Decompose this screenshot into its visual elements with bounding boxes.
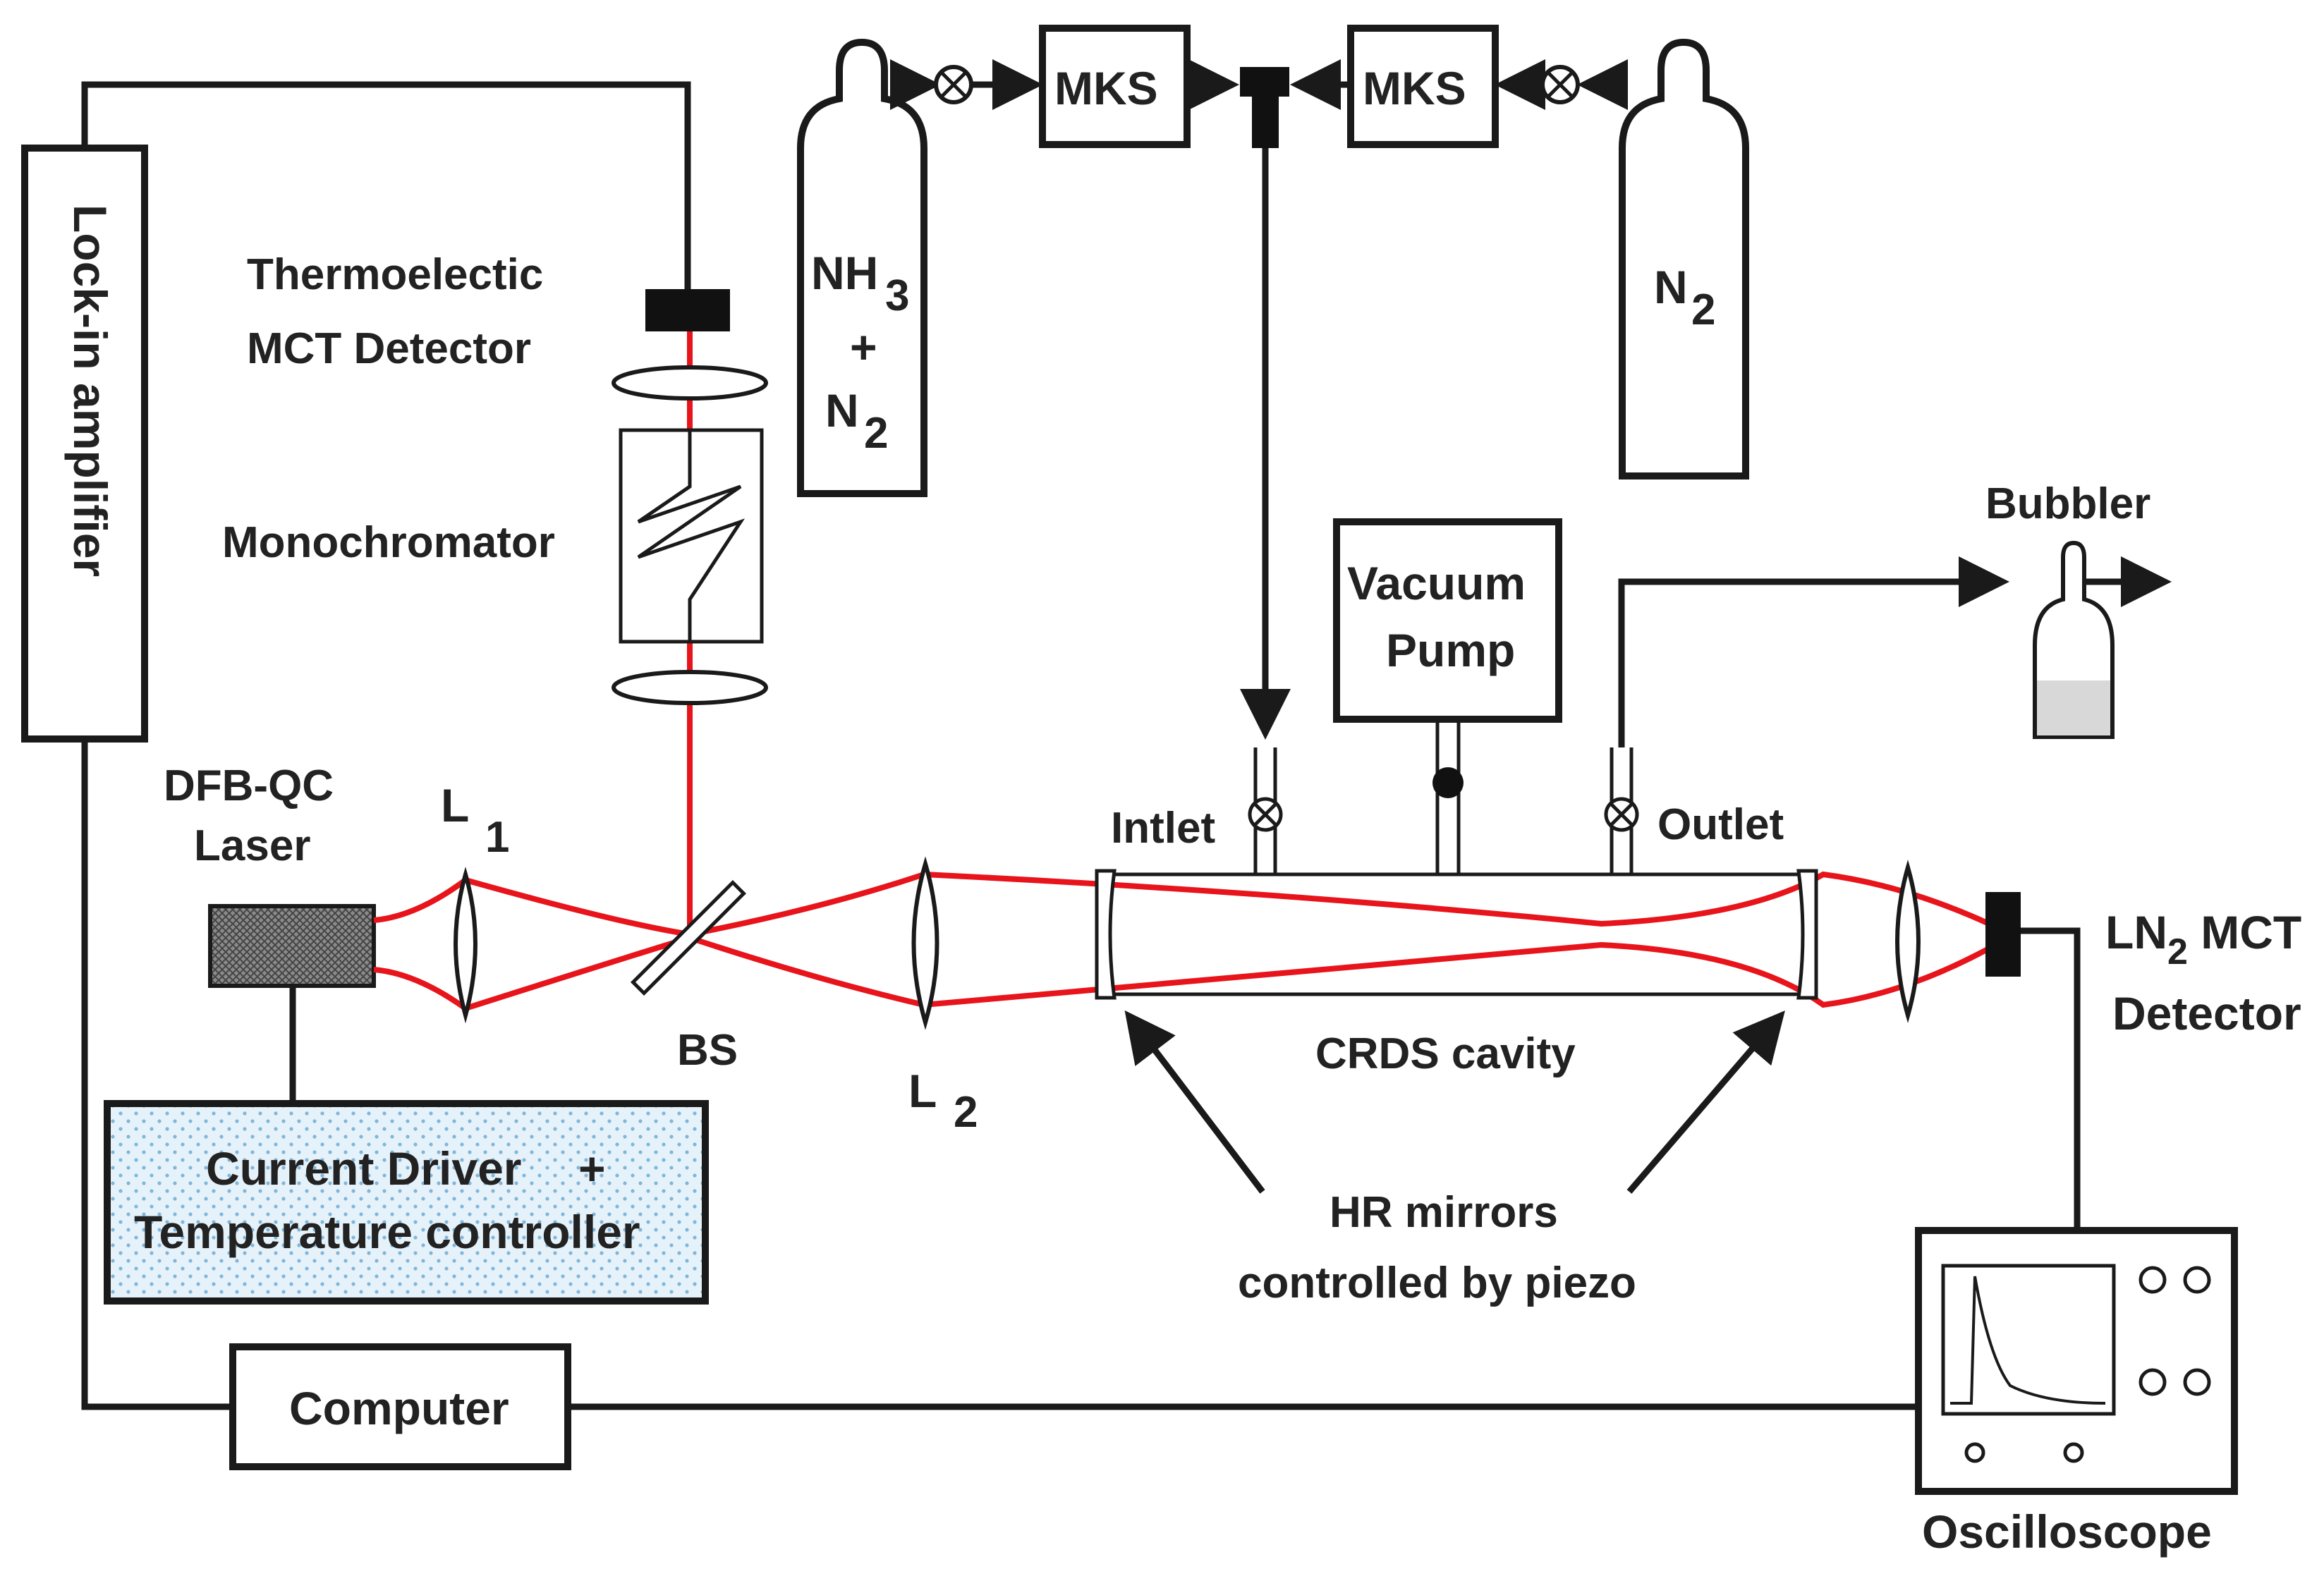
- scope-knob-1: [2139, 1266, 2167, 1294]
- outlet-to-bubbler-line: [1618, 556, 2009, 747]
- cavity-label: CRDS cavity: [1315, 1030, 1576, 1078]
- cyl-left-nh3-sub: 3: [885, 271, 909, 320]
- cyl-left-n2: N: [825, 384, 859, 436]
- hr-mirrors-label-line2: controlled by piezo: [1238, 1259, 1636, 1307]
- mks-right-label: MKS: [1363, 62, 1466, 114]
- pump-junction: [1432, 767, 1464, 798]
- ln2-detector-label-line2: Detector: [2112, 987, 2301, 1039]
- gas-t-junction-stem: [1252, 92, 1279, 148]
- lockin-to-computer-wire: [81, 739, 233, 1410]
- valve-left-cross: [939, 71, 968, 99]
- oscilloscope-label: Oscilloscope: [1922, 1505, 2212, 1558]
- detector-lens-bottom: [612, 670, 768, 705]
- laser-label-line1: DFB-QC: [164, 762, 334, 810]
- computer-box: [229, 1343, 571, 1470]
- lockin-amplifier-label: Lock-in amplifier: [64, 204, 116, 577]
- lens-l2-subscript: 2: [954, 1088, 978, 1137]
- lens-l1: [454, 867, 477, 1024]
- mks-right-box: [1347, 25, 1499, 148]
- hr-mirrors-label-line1: HR mirrors: [1330, 1188, 1558, 1237]
- monochromator-zigzag: [637, 430, 746, 642]
- cyl-left-nh3: NH: [811, 247, 878, 299]
- beamsplitter-label: BS: [677, 1026, 738, 1075]
- hr-mirror-right: [1796, 869, 1818, 1000]
- dfb-qc-laser: [208, 904, 376, 988]
- cyl-left-plus: +: [850, 321, 877, 373]
- gas-cylinder-right: [1619, 38, 1749, 480]
- lens-l2-label: L: [908, 1065, 937, 1117]
- scope-input-2: [2063, 1442, 2084, 1463]
- scope-knob-3: [2139, 1368, 2167, 1396]
- cyl-right-n2-sub: 2: [1691, 286, 1715, 334]
- ln2-to-oscilloscope-wire: [2017, 927, 2081, 1230]
- mks-left-box: [1039, 25, 1191, 148]
- mks-left-label: MKS: [1054, 62, 1158, 114]
- hr-arrow-left: [1124, 1010, 1265, 1194]
- current-driver-label-line1: Current Driver: [206, 1142, 521, 1195]
- lens-l1-subscript: 1: [485, 813, 509, 862]
- beam-upper: [373, 871, 1990, 938]
- vacuum-pump-box: [1333, 518, 1562, 723]
- current-driver-plus: +: [578, 1142, 606, 1195]
- current-driver-label-line2: Temperature controller: [134, 1206, 640, 1258]
- hr-mirror-left: [1095, 869, 1117, 1000]
- gas-cylinder-left: [797, 38, 927, 497]
- ln2-mct-detector: [1985, 892, 2021, 977]
- computer-label: Computer: [289, 1382, 509, 1434]
- monochromator-label: Monochromator: [222, 518, 555, 567]
- outlet-label: Outlet: [1657, 800, 1784, 849]
- current-driver-box: [104, 1100, 709, 1305]
- lockin-amplifier-box: [21, 145, 148, 743]
- inlet-label: Intlet: [1111, 804, 1215, 853]
- ln2-detector-label: LN2 MCT: [2105, 906, 2301, 972]
- beamsplitter: [630, 879, 747, 996]
- output-lens: [1895, 860, 1921, 1023]
- tec-mct-detector: [645, 289, 730, 331]
- ringdown-trace: [1950, 1276, 2106, 1405]
- bubbler-liquid: [2037, 680, 2110, 735]
- laser-label-line2: Laser: [194, 822, 310, 870]
- beam-lower: [373, 934, 1990, 1012]
- inlet-valve-cross: [1253, 802, 1278, 827]
- tec-detector-label-line2: MCT Detector: [247, 324, 531, 373]
- cyl-left-n2-sub: 2: [864, 409, 888, 458]
- scope-input-1: [1964, 1442, 1985, 1463]
- valve-right-cross: [1546, 71, 1574, 99]
- pump-tube: [1435, 719, 1461, 874]
- vacuum-pump-label-line2: Pump: [1386, 624, 1515, 676]
- bubbler-label: Bubbler: [1985, 480, 2150, 528]
- lens-l1-label: L: [441, 779, 469, 831]
- cyl-right-n2: N: [1654, 261, 1688, 313]
- detector-lens-top: [612, 365, 768, 401]
- tec-detector-label-line1: Thermoelectic: [247, 250, 543, 299]
- scope-knob-2: [2183, 1266, 2211, 1294]
- lens-l2: [911, 856, 939, 1030]
- outlet-valve-cross: [1609, 802, 1634, 827]
- scope-knob-4: [2183, 1368, 2211, 1396]
- vacuum-pump-label-line1: Vacuum: [1347, 557, 1526, 609]
- hr-arrow-right: [1626, 1010, 1785, 1194]
- lockin-to-detector-wire: [81, 81, 691, 293]
